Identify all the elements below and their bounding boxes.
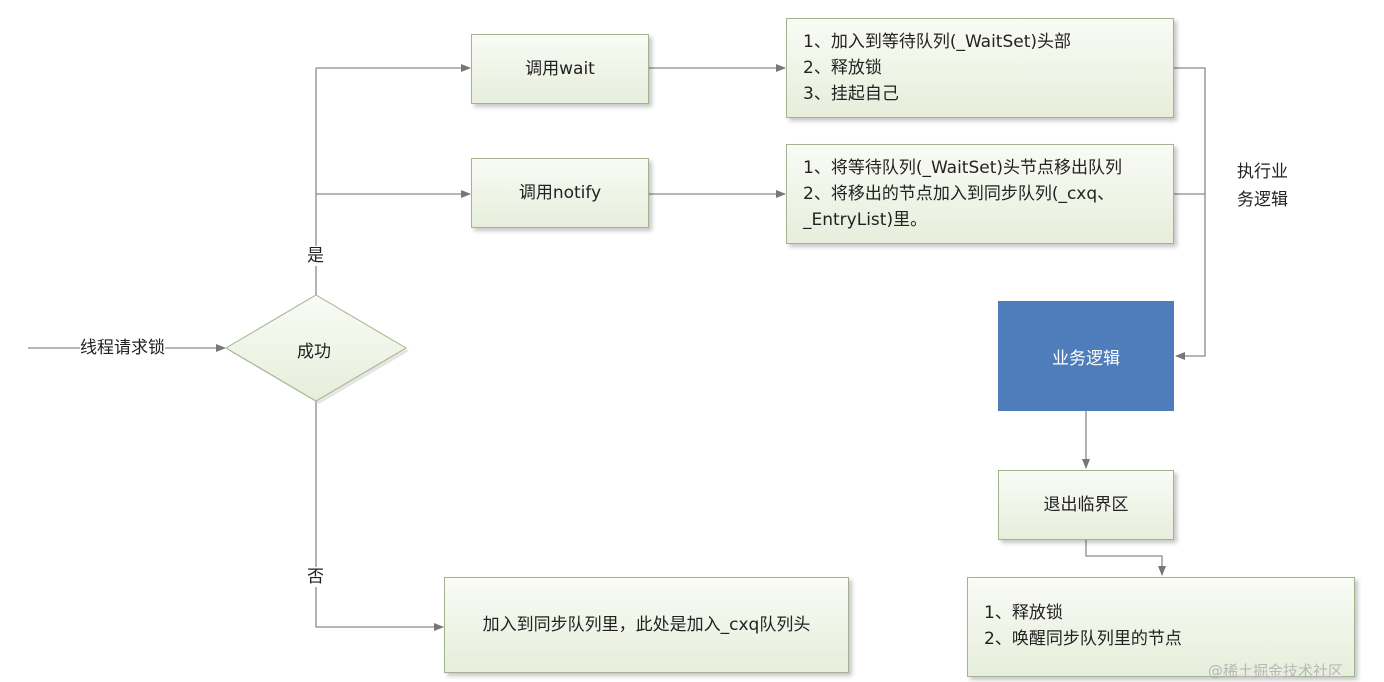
execute-label-line: 务逻辑	[1237, 190, 1288, 210]
wait-step: 3、挂起自己	[803, 84, 899, 104]
execute-label: 执行业 务逻辑	[1237, 158, 1288, 214]
call-wait-box: 调用wait	[471, 34, 649, 104]
call-wait-label: 调用wait	[525, 59, 595, 79]
exit-critical-box: 退出临界区	[998, 470, 1174, 540]
fail-label: 加入到同步队列里，此处是加入_cxq队列头	[482, 615, 811, 635]
release-step: 2、唤醒同步队列里的节点	[984, 629, 1182, 649]
execute-label-line: 执行业	[1237, 162, 1288, 182]
no-label: 否	[307, 567, 324, 587]
notify-step: _EntryList)里。	[803, 210, 928, 230]
release-steps-box: 1、释放锁 2、唤醒同步队列里的节点	[967, 577, 1355, 677]
notify-steps-box: 1、将等待队列(_WaitSet)头节点移出队列 2、将移出的节点加入到同步队列…	[786, 144, 1174, 244]
business-logic-box: 业务逻辑	[998, 301, 1174, 411]
connector-exit-release	[1085, 540, 1166, 576]
yes-label: 是	[307, 246, 324, 266]
fail-box: 加入到同步队列里，此处是加入_cxq队列头	[444, 577, 849, 673]
start-label: 线程请求锁	[80, 338, 165, 358]
wait-step: 2、释放锁	[803, 58, 882, 78]
notify-step: 1、将等待队列(_WaitSet)头节点移出队列	[803, 158, 1123, 178]
notify-step: 2、将移出的节点加入到同步队列(_cxq、	[803, 184, 1115, 204]
release-step: 1、释放锁	[984, 603, 1063, 623]
connector-wait-to-business	[1174, 67, 1206, 360]
connector-no	[315, 401, 444, 631]
call-notify-label: 调用notify	[518, 183, 602, 203]
wait-steps-box: 1、加入到等待队列(_WaitSet)头部 2、释放锁 3、挂起自己	[786, 18, 1174, 118]
exit-critical-label: 退出临界区	[1043, 495, 1129, 515]
wait-step: 1、加入到等待队列(_WaitSet)头部	[803, 32, 1072, 52]
call-notify-box: 调用notify	[471, 158, 649, 228]
business-logic-label: 业务逻辑	[1052, 348, 1120, 369]
watermark: @稀土掘金技术社区	[1208, 662, 1344, 680]
decision-text: 成功	[297, 342, 331, 362]
